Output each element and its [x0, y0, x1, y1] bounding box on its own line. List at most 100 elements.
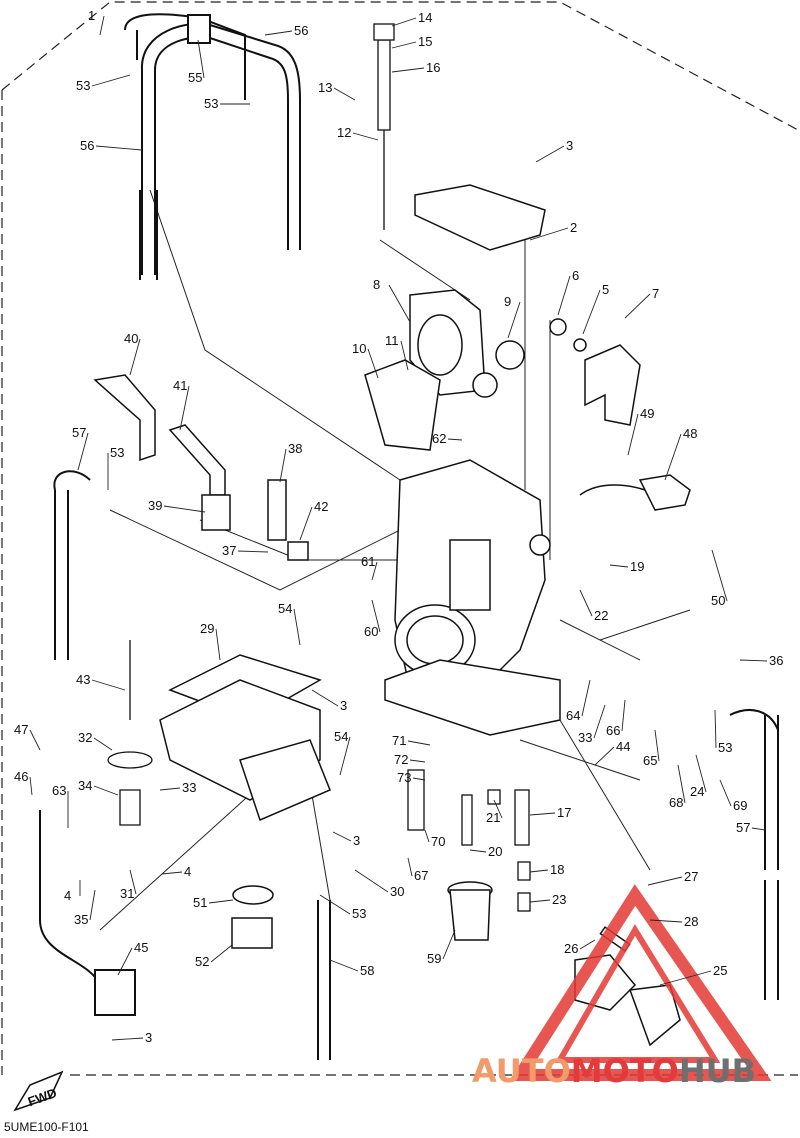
callout-leader-36	[739, 659, 768, 662]
callout-leader-18	[529, 869, 549, 873]
callout-leader-8	[388, 284, 411, 323]
callout-63: 63	[52, 783, 66, 798]
callout-leader-72	[409, 759, 426, 763]
callout-42: 42	[314, 499, 328, 514]
callout-53-2: 53	[204, 96, 218, 111]
callout-leader-24	[695, 754, 707, 793]
bottom-parts	[231, 881, 681, 1047]
callout-67: 67	[414, 868, 428, 883]
callout-leader-10	[367, 348, 379, 379]
assembly-boundary	[1, 1, 799, 1076]
callout-17: 17	[557, 805, 571, 820]
callout-leader-1	[99, 15, 105, 36]
watermark-moto: MOTO	[570, 1052, 679, 1090]
callout-leader-55	[197, 39, 205, 79]
callout-leader-61	[371, 561, 378, 581]
callout-leader-15	[391, 41, 417, 49]
callout-68: 68	[669, 795, 683, 810]
callout-leader-23	[529, 899, 551, 903]
callout-1: 1	[88, 8, 95, 23]
callout-leader-33	[159, 787, 181, 791]
plunger-parts	[93, 374, 691, 561]
callout-64: 64	[566, 708, 580, 723]
float-bowl-group	[159, 654, 331, 822]
callout-70: 70	[431, 834, 445, 849]
callout-leader-45	[117, 947, 133, 976]
callout-69: 69	[733, 798, 747, 813]
callout-leader-32	[93, 737, 113, 751]
callout-leader-48	[664, 433, 682, 481]
callout-53-3: 53	[110, 445, 124, 460]
jets-and-needles	[107, 23, 531, 912]
callout-57-2: 57	[736, 820, 750, 835]
vent-hoses	[124, 13, 301, 275]
callout-54-2: 54	[334, 729, 348, 744]
callout-30: 30	[390, 884, 404, 899]
callout-11: 11	[385, 333, 399, 348]
fwd-arrow-icon	[13, 1070, 64, 1112]
callout-48: 48	[683, 426, 697, 441]
callout-45: 45	[134, 940, 148, 955]
callout-leader-58	[329, 959, 359, 972]
carburetor-body	[384, 459, 561, 736]
callout-leader-49	[627, 413, 639, 456]
callout-leader-4	[161, 871, 183, 875]
callout-40: 40	[124, 331, 138, 346]
callout-leader-46	[29, 776, 33, 796]
callout-41: 41	[173, 378, 187, 393]
callout-leader-35	[89, 889, 96, 921]
watermark-auto: AUTO	[472, 1052, 571, 1090]
callout-leader-21	[493, 799, 503, 819]
callout-leader-9	[507, 301, 521, 339]
callout-leader-11	[400, 340, 409, 371]
callout-leader-6	[557, 275, 571, 316]
callout-leader-17	[529, 812, 556, 816]
callout-58: 58	[360, 963, 374, 978]
callout-leader-33-2	[593, 704, 606, 739]
callout-49: 49	[640, 406, 654, 421]
callout-29: 29	[200, 621, 214, 636]
callout-72: 72	[394, 752, 408, 767]
callout-leader-59	[442, 929, 456, 960]
callout-57: 57	[72, 425, 86, 440]
callout-leader-42	[299, 506, 313, 541]
callout-labels: 1233334456789101112131415161718192021222…	[14, 8, 783, 1045]
callout-25: 25	[713, 963, 727, 978]
callout-55: 55	[188, 70, 202, 85]
callout-59: 59	[427, 951, 441, 966]
callout-leader-53-5	[319, 894, 351, 915]
callout-21: 21	[486, 810, 500, 825]
callout-22: 22	[594, 608, 608, 623]
callout-leader-73	[412, 777, 426, 781]
callout-leader-60	[371, 599, 381, 633]
throttle-valve	[364, 184, 546, 451]
callout-35: 35	[74, 912, 88, 927]
callout-leader-68	[677, 764, 686, 804]
callout-46: 46	[14, 769, 28, 784]
callout-leader-14	[391, 17, 417, 27]
callout-12: 12	[337, 125, 351, 140]
callout-leader-22	[579, 589, 593, 617]
callout-leader-27	[647, 876, 683, 886]
callout-leader-54	[293, 608, 301, 646]
callout-leader-39	[163, 505, 206, 513]
guide-lines	[99, 189, 691, 931]
callout-54: 54	[278, 601, 292, 616]
callout-leader-41	[179, 385, 190, 431]
callout-leader-43	[91, 679, 126, 691]
callout-leader-52	[210, 944, 233, 963]
callout-leader-67	[407, 857, 413, 877]
callout-5: 5	[602, 282, 609, 297]
callout-leader-34	[93, 785, 119, 796]
callout-2: 2	[570, 220, 577, 235]
callout-leader-13	[333, 87, 356, 101]
callout-36: 36	[769, 653, 783, 668]
callout-leader-3-2	[311, 689, 339, 707]
callout-4-2: 4	[64, 888, 71, 903]
callout-19: 19	[630, 559, 644, 574]
callout-leader-40	[129, 338, 141, 376]
callout-33: 33	[182, 780, 196, 795]
callout-44: 44	[616, 739, 630, 754]
callout-leader-64	[581, 679, 591, 717]
